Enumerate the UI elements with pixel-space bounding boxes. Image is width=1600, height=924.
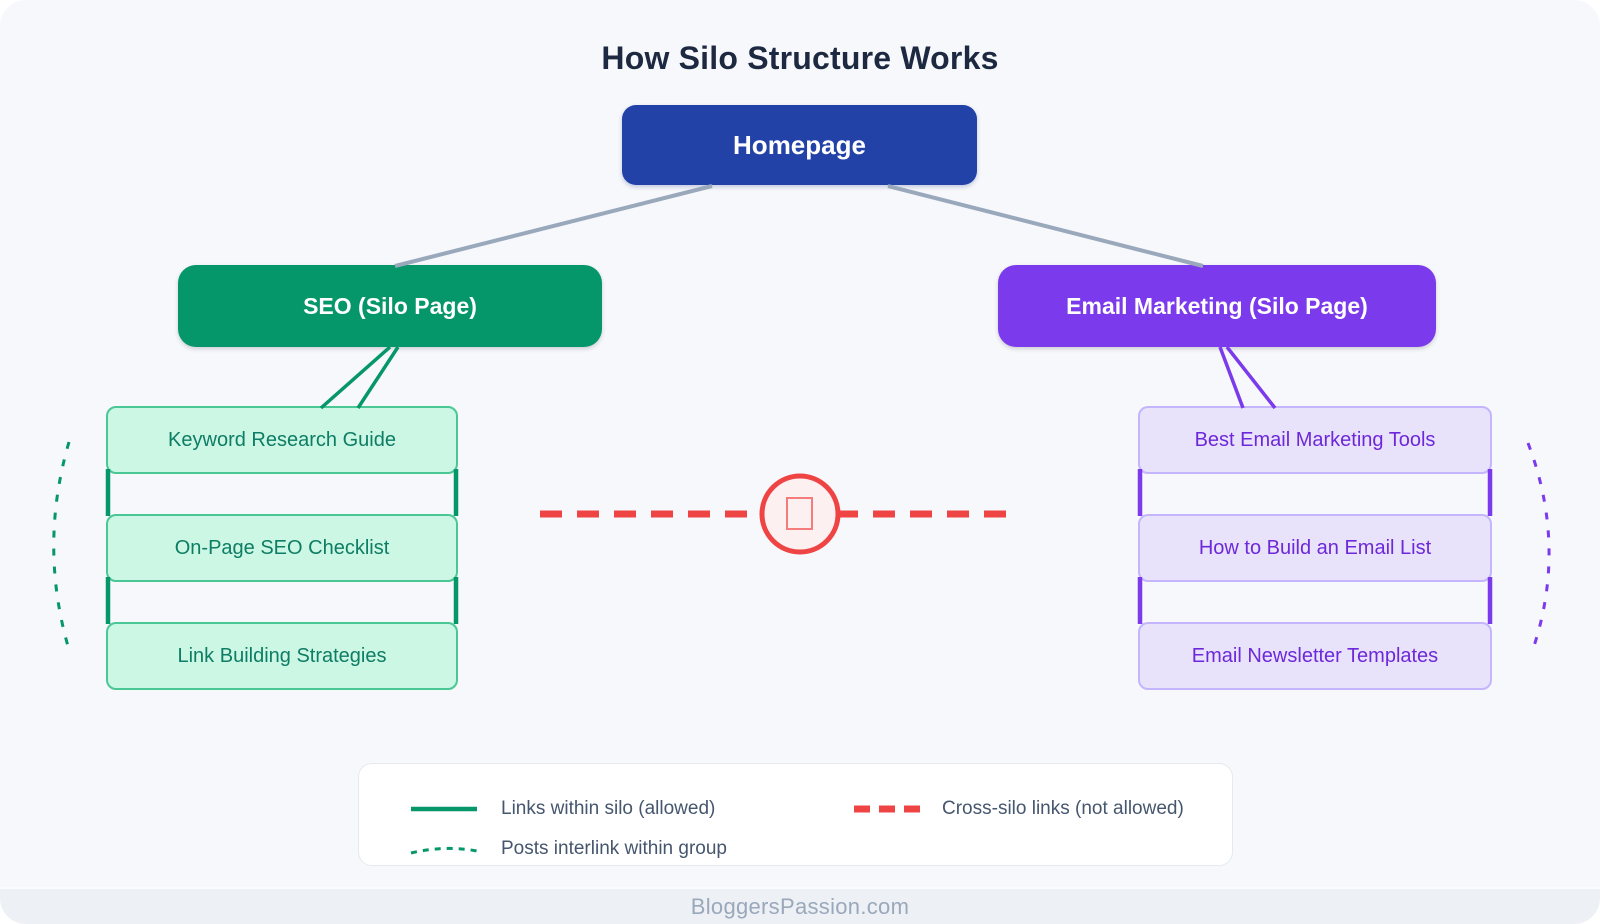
legend-label: Posts interlink within group — [501, 838, 727, 859]
seo-post-node: Link Building Strategies — [106, 622, 458, 690]
seo-post-label: Keyword Research Guide — [168, 428, 396, 451]
email-post-label: Best Email Marketing Tools — [1194, 428, 1436, 451]
seo-post-label: On-Page SEO Checklist — [174, 536, 390, 559]
seo-to-post-line — [356, 346, 400, 409]
homepage-to-seo-line — [394, 184, 713, 268]
seo-interlink-arc — [52, 441, 72, 654]
legend-panel: Links within silo (allowed) Cross-silo l… — [358, 763, 1233, 866]
legend-label: Cross-silo links (not allowed) — [942, 798, 1184, 819]
email-interlink-arc — [1526, 442, 1551, 653]
seo-post-node: Keyword Research Guide — [106, 406, 458, 474]
email-silo-label: Email Marketing (Silo Page) — [1066, 292, 1368, 319]
legend-item-interlink: Posts interlink within group — [409, 837, 727, 861]
homepage-node: Homepage — [622, 105, 977, 185]
email-post-node: Best Email Marketing Tools — [1138, 406, 1492, 474]
seo-silo-label: SEO (Silo Page) — [303, 292, 477, 319]
legend-label: Links within silo (allowed) — [501, 798, 716, 819]
legend-item-within-silo: Links within silo (allowed) — [409, 797, 715, 821]
brand-watermark: BloggersPassion.com — [690, 893, 910, 919]
blocked-icon — [759, 473, 841, 555]
email-to-post-line — [1225, 345, 1277, 410]
footer-bar: BloggersPassion.com — [0, 887, 1600, 924]
email-post-node: Email Newsletter Templates — [1138, 622, 1492, 690]
page-title: How Silo Structure Works — [601, 40, 999, 76]
homepage-label: Homepage — [733, 129, 866, 160]
blocked-icon-glyph — [786, 497, 813, 530]
seo-post-node: On-Page SEO Checklist — [106, 514, 458, 582]
dashed-red-line-icon — [854, 805, 920, 813]
seo-silo-node: SEO (Silo Page) — [178, 265, 602, 347]
seo-to-post-line — [319, 345, 392, 410]
legend-item-cross-silo: Cross-silo links (not allowed) — [854, 797, 1184, 821]
blocked-icon-circle — [759, 473, 841, 555]
email-post-label: Email Newsletter Templates — [1191, 644, 1439, 667]
homepage-to-email-line — [887, 184, 1204, 268]
seo-post-label: Link Building Strategies — [177, 644, 387, 667]
dotted-green-curve-icon — [410, 846, 478, 855]
email-post-label: How to Build an Email List — [1198, 536, 1432, 559]
email-post-node: How to Build an Email List — [1138, 514, 1492, 582]
email-silo-node: Email Marketing (Silo Page) — [998, 265, 1436, 347]
email-to-post-line — [1218, 346, 1245, 409]
solid-green-line-icon — [411, 806, 477, 812]
